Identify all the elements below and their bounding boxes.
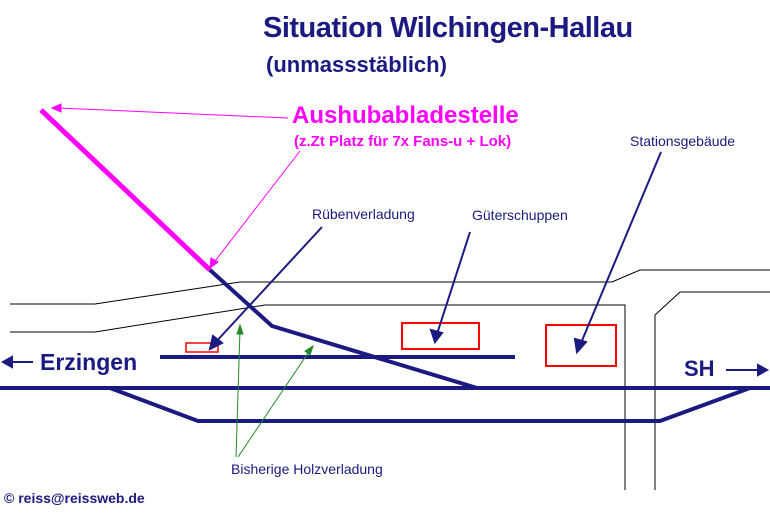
goods-pointer-head xyxy=(429,328,444,345)
loop-track xyxy=(109,386,751,423)
timber-loading-label: Bisherige Holzverladung xyxy=(231,461,383,477)
dump-pointer-upper-head xyxy=(50,103,62,113)
spur-to-dump xyxy=(208,268,478,390)
dump-site-label: Aushubabladestelle xyxy=(292,102,519,129)
station-pointer xyxy=(580,151,662,344)
west-arrow-head xyxy=(0,355,13,369)
dump-pointer-lower-head xyxy=(209,257,219,270)
beet-pointer xyxy=(213,226,323,345)
beet-pointer-head xyxy=(208,334,224,351)
road-lower-edge xyxy=(10,304,626,490)
goods-shed-label: Güterschuppen xyxy=(472,207,568,223)
roads xyxy=(10,269,770,490)
east-direction-label: SH xyxy=(684,356,715,381)
timber-pointer-left-head xyxy=(236,323,244,335)
beet-loading-label: Rübenverladung xyxy=(312,206,415,222)
tracks xyxy=(0,268,770,423)
east-arrow-head xyxy=(757,363,770,377)
diagram-title: Situation Wilchingen-Hallau xyxy=(263,12,633,44)
goods-pointer xyxy=(436,231,471,335)
timber-pointer-left xyxy=(235,329,241,458)
dump-site-note: (z.Zt Platz für 7x Fans-u + Lok) xyxy=(294,133,512,150)
station-building xyxy=(545,324,617,367)
dump-pointer-lower xyxy=(211,150,301,266)
copyright-text: © reiss@reissweb.de xyxy=(4,490,145,506)
dump-site-track xyxy=(39,108,212,272)
west-direction-label: Erzingen xyxy=(40,349,138,375)
station-building-label: Stationsgebäude xyxy=(630,133,736,149)
dump-pointer-upper xyxy=(57,107,289,119)
station-pointer-head xyxy=(573,337,588,355)
diagram-subtitle: (unmassstäblich) xyxy=(266,52,447,77)
road-east-edge xyxy=(654,291,770,490)
road-upper-edge xyxy=(10,269,770,305)
navy-pointers xyxy=(0,151,770,377)
timber-pointers xyxy=(235,323,314,458)
timber-pointer-right-head xyxy=(304,344,314,356)
beet-loading-platform xyxy=(185,342,219,353)
magenta-pointers xyxy=(50,103,301,270)
timber-pointer-right xyxy=(237,349,311,458)
